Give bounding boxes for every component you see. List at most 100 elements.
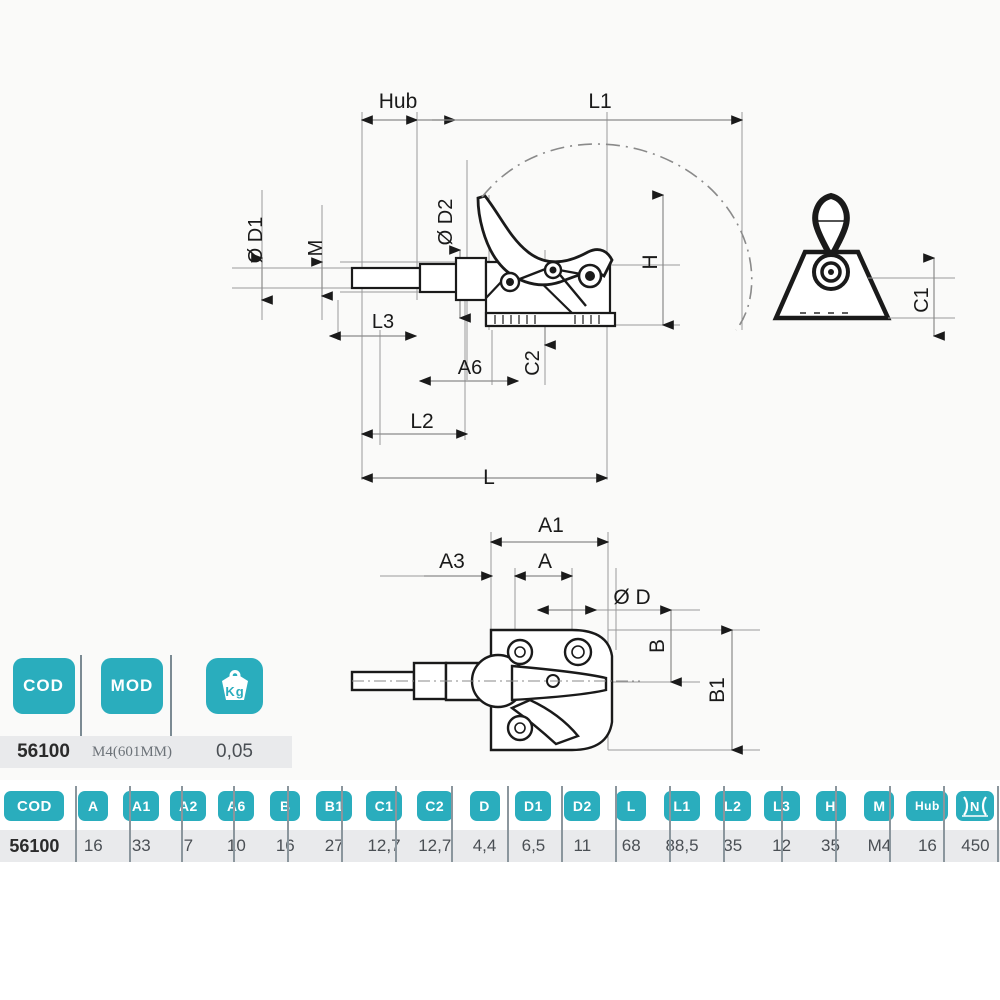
dim-label-l1: L1 bbox=[588, 90, 611, 113]
dim-label-b: B bbox=[646, 639, 669, 653]
spec-value-b1: 27 bbox=[324, 836, 344, 855]
weight-badge: Kg bbox=[206, 658, 263, 714]
spec-value-a1: 33 bbox=[131, 836, 151, 855]
dimension-b1: B1 bbox=[706, 625, 743, 755]
dim-label-a3: A3 bbox=[439, 550, 465, 573]
spec-header-label-h: H bbox=[825, 798, 836, 814]
header-badge-d1: D1 bbox=[515, 791, 552, 821]
spec-header-label-hub: Hub bbox=[915, 799, 940, 813]
spec-header-d1: D1 bbox=[509, 782, 558, 830]
spec-value-a6: 10 bbox=[226, 836, 246, 855]
spec-header-c2: C2 bbox=[409, 782, 460, 830]
spec-header-d2: D2 bbox=[558, 782, 607, 830]
dim-label-c2: C2 bbox=[522, 350, 544, 376]
spec-value-d: 4,4 bbox=[472, 836, 497, 855]
spec-header-label-l1: L1 bbox=[673, 798, 691, 814]
dimension-d: Ø D bbox=[536, 586, 651, 615]
dim-label-a1: A1 bbox=[538, 514, 564, 537]
dimension-a6: A6 bbox=[418, 357, 520, 386]
clamp-handle bbox=[476, 194, 614, 287]
spec-header-label-c2: C2 bbox=[425, 798, 445, 814]
spec-value-cod: 56100 bbox=[9, 835, 60, 856]
header-badge-cod: COD bbox=[4, 791, 65, 821]
spec-header-label-cod: COD bbox=[17, 797, 52, 815]
mounting-holes bbox=[506, 637, 593, 742]
dimension-l: L bbox=[360, 466, 609, 489]
dim-label-m: M bbox=[305, 240, 327, 257]
dim-label-l: L bbox=[483, 466, 495, 489]
clamping-force-icon: N bbox=[956, 791, 995, 821]
dimension-l3: L3 bbox=[328, 311, 418, 341]
spec-header-label-d: D bbox=[479, 798, 490, 814]
dim-label-l2: L2 bbox=[410, 410, 433, 433]
spec-header-d: D bbox=[460, 782, 509, 830]
dim-label-l3: L3 bbox=[372, 311, 394, 333]
spec-value-l: 68 bbox=[621, 836, 641, 855]
summary-cell-weight: Kg bbox=[177, 636, 292, 736]
spec-header-label-c1: C1 bbox=[374, 798, 394, 814]
spec-value-l1: 88,5 bbox=[665, 836, 699, 855]
spec-header-b: B bbox=[261, 782, 310, 830]
summary-value-model: M4(601MM) bbox=[91, 743, 172, 760]
spec-header-label-a: A bbox=[87, 798, 99, 814]
header-badge-d: D bbox=[469, 791, 500, 821]
summary-value-row: 56100 M4(601MM) 0,05 bbox=[0, 736, 292, 768]
spec-value-hub: 16 bbox=[917, 836, 937, 855]
spec-header-label-b1: B1 bbox=[324, 798, 344, 814]
dimension-l1: L1 bbox=[432, 90, 744, 125]
spec-header-b1: B1 bbox=[310, 782, 359, 830]
dimension-a3: A3 bbox=[424, 550, 494, 581]
spec-header-a6: A6 bbox=[212, 782, 261, 830]
dim-label-a6: A6 bbox=[458, 357, 482, 379]
spec-header-label-m: M bbox=[873, 798, 886, 814]
handle-swing-arc bbox=[481, 143, 753, 331]
dim-label-a: A bbox=[538, 550, 552, 573]
side-view-svg: Hub L1 Ø D1 M Ø D2 bbox=[232, 90, 955, 489]
spec-header-label-a1: A1 bbox=[131, 798, 151, 814]
header-badge-c2: C2 bbox=[416, 791, 453, 821]
summary-divider-2 bbox=[170, 655, 172, 749]
spec-header-label-l: L bbox=[626, 798, 636, 814]
spec-value-d2: 11 bbox=[573, 836, 592, 855]
base-hatch bbox=[494, 315, 600, 324]
header-badge-a6: A6 bbox=[218, 791, 255, 821]
spec-header-label-l2: L2 bbox=[724, 798, 742, 814]
spec-header-n: N bbox=[951, 782, 1000, 830]
summary-value-code: 56100 bbox=[17, 741, 70, 762]
header-badge-d2: D2 bbox=[564, 791, 601, 821]
dimension-d1: Ø D1 bbox=[245, 217, 273, 305]
spec-value-l2: 35 bbox=[723, 836, 743, 855]
spec-header-a2: A2 bbox=[165, 782, 212, 830]
spec-value-c1: 12,7 bbox=[367, 836, 401, 855]
dim-label-d1: Ø D1 bbox=[245, 217, 267, 264]
spec-value-a: 16 bbox=[83, 836, 103, 855]
cod-badge: COD bbox=[12, 658, 75, 714]
spec-table-separators bbox=[75, 786, 999, 862]
spec-header-label-d1: D1 bbox=[524, 798, 543, 814]
weight-icon: Kg bbox=[221, 670, 248, 700]
spec-value-b: 16 bbox=[275, 836, 295, 855]
cod-badge-label: COD bbox=[23, 676, 64, 695]
dimension-c1: C1 bbox=[868, 253, 955, 341]
header-badge-b: B bbox=[270, 791, 301, 821]
spec-header-label-a6: A6 bbox=[226, 798, 246, 814]
header-badge-h: H bbox=[815, 791, 846, 821]
dim-label-hub: Hub bbox=[379, 90, 418, 113]
dimension-m: M bbox=[305, 240, 333, 301]
spec-header-l: L bbox=[607, 782, 656, 830]
dimension-h: H bbox=[639, 190, 674, 330]
summary-cell-mod: MOD bbox=[87, 636, 177, 736]
spec-header-h: H bbox=[806, 782, 855, 830]
summary-divider-1 bbox=[80, 655, 82, 749]
spec-header-label-a2: A2 bbox=[178, 798, 198, 814]
header-badge-hub: Hub bbox=[906, 791, 949, 821]
spec-header-a: A bbox=[69, 782, 118, 830]
dim-label-b1: B1 bbox=[706, 677, 729, 703]
dim-label-d2: Ø D2 bbox=[435, 199, 457, 246]
spec-table: CODAA1A2A6BB1C1C2DD1D2LL1L2L3HMHubN 5610… bbox=[0, 782, 1000, 862]
header-badge-l2: L2 bbox=[714, 791, 751, 821]
plan-view-svg: A1 A3 A Ø D B bbox=[350, 514, 760, 755]
dim-label-h: H bbox=[639, 254, 662, 269]
